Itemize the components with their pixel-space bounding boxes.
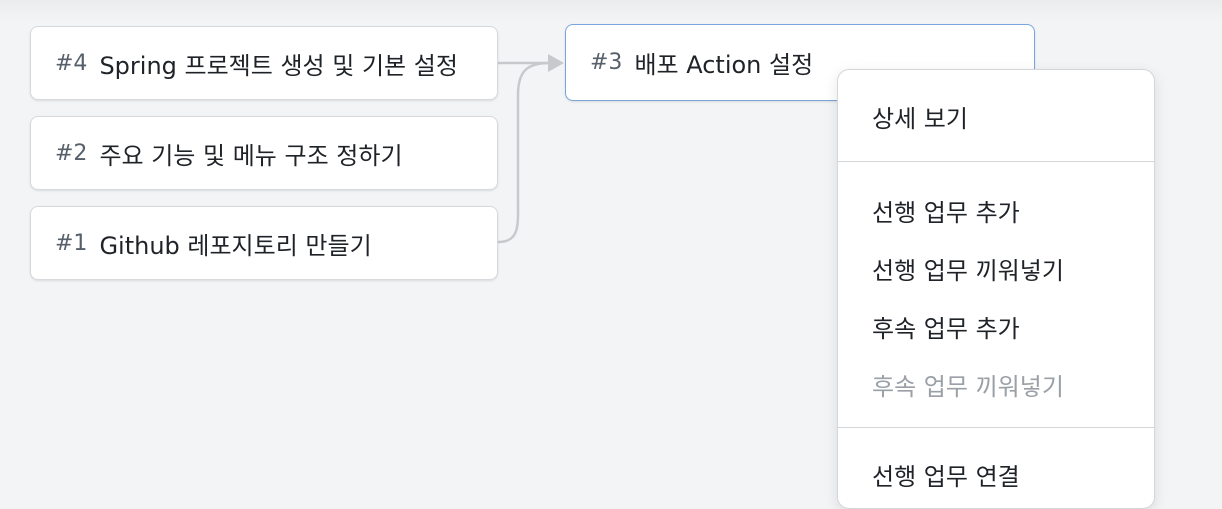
task-context-menu: 상세 보기 선행 업무 추가 선행 업무 끼워넣기 후속 업무 추가 후속 업무… [837, 69, 1155, 509]
menu-item-link-predecessor[interactable]: 선행 업무 연결 [872, 463, 1020, 491]
task-id: #4 [55, 50, 88, 76]
task-title: 배포 Action 설정 [634, 51, 814, 79]
task-id: #2 [55, 140, 88, 166]
task-title: Github 레포지토리 만들기 [99, 231, 372, 260]
menu-item-add-successor[interactable]: 후속 업무 추가 [872, 315, 1020, 343]
task-card-3[interactable]: #3 배포 Action 설정 [565, 24, 1035, 101]
connector-arrowhead [548, 54, 564, 72]
task-card-1[interactable]: #1 Github 레포지토리 만들기 [30, 206, 498, 280]
menu-divider [838, 427, 1154, 428]
menu-item-view-detail[interactable]: 상세 보기 [872, 105, 968, 133]
menu-item-insert-predecessor[interactable]: 선행 업무 끼워넣기 [872, 257, 1064, 285]
menu-divider [838, 161, 1154, 162]
task-card-4[interactable]: #4 Spring 프로젝트 생성 및 기본 설정 [30, 26, 498, 100]
connector-task-1-to-task-3 [497, 61, 551, 244]
menu-item-insert-successor: 후속 업무 끼워넣기 [872, 373, 1064, 401]
task-id: #1 [55, 230, 88, 256]
task-id: #3 [590, 50, 623, 75]
top-edge-shadow [0, 0, 1222, 22]
task-card-2[interactable]: #2 주요 기능 및 메뉴 구조 정하기 [30, 116, 498, 190]
task-title: 주요 기능 및 메뉴 구조 정하기 [99, 141, 403, 170]
menu-item-add-predecessor[interactable]: 선행 업무 추가 [872, 199, 1020, 227]
task-title: Spring 프로젝트 생성 및 기본 설정 [99, 51, 458, 80]
